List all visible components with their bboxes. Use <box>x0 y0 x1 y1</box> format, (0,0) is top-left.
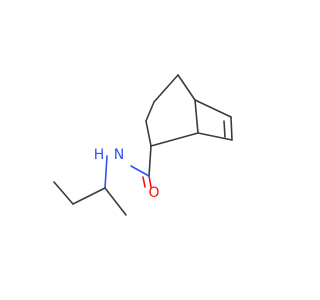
bond-carbonyl-oxygen-a <box>148 175 152 188</box>
bond-c6-c5-double-inner <box>223 120 226 138</box>
bond-c1-c6 <box>194 99 232 118</box>
bond-c7-c4-bridge <box>153 74 179 103</box>
molecule-structure: H N O <box>53 74 233 216</box>
bond-ch-ch2 <box>72 187 106 205</box>
atom-label-n: N <box>114 147 124 163</box>
bond-c5-c4 <box>197 132 233 141</box>
bond-c1-c7-bridge <box>177 74 196 101</box>
bond-c1-c4-main <box>194 99 199 134</box>
atom-label-h: H <box>94 147 105 163</box>
bond-c6-c5-double-outer <box>230 116 233 141</box>
atom-label-o: O <box>148 185 159 201</box>
bond-c3-c2 <box>145 120 152 147</box>
bond-c4-c3 <box>145 101 155 122</box>
bond-nitrogen-ch <box>104 155 108 189</box>
bond-c2-carbonyl <box>148 145 152 177</box>
bond-ch2-ch3 <box>53 181 74 205</box>
bond-c2-c1 <box>150 132 199 147</box>
bond-carbonyl-nitrogen <box>130 165 150 177</box>
bond-ch-methyl <box>104 187 127 216</box>
bond-carbonyl-oxygen-b <box>142 176 146 188</box>
